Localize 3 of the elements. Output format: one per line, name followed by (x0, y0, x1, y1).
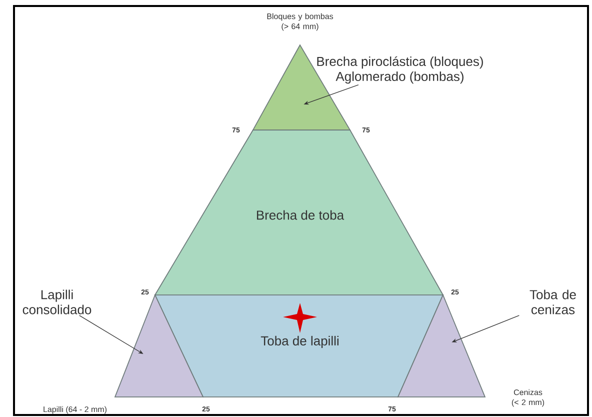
region-label: Toba de cenizas (530, 290, 576, 314)
region-label: Brecha piroclástica (bloques) Aglomerado (bombas) (317, 56, 483, 84)
region-label: Lapilli consolidado (22, 290, 92, 314)
